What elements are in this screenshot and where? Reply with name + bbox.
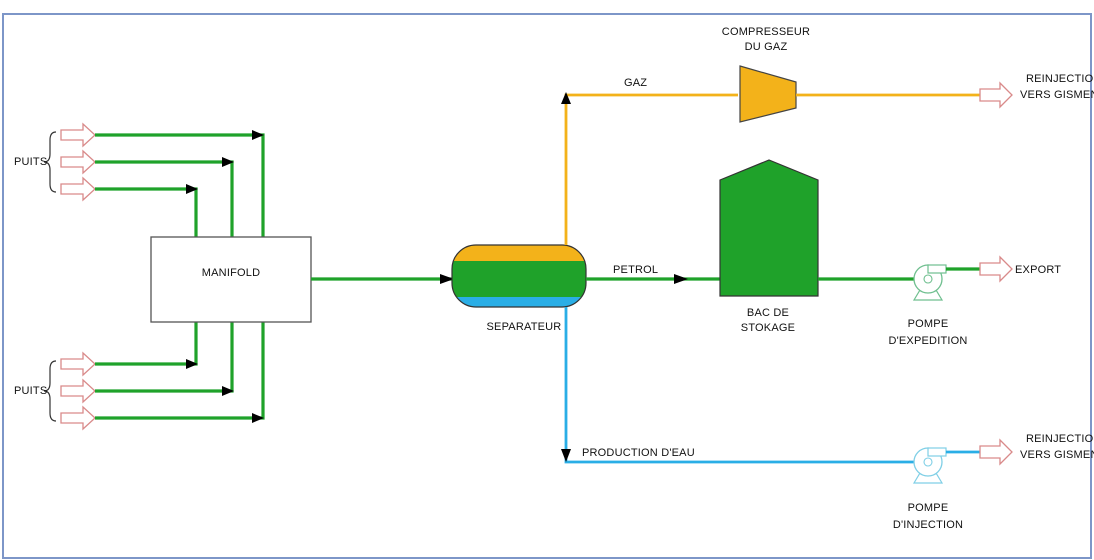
well-inlet-arrow bbox=[60, 149, 96, 175]
export-arrow bbox=[979, 255, 1013, 283]
separator-vessel bbox=[451, 244, 587, 308]
well-inlet-arrow bbox=[60, 176, 96, 202]
manifold-box bbox=[150, 236, 312, 323]
compresseur-label-1: COMPRESSEUR bbox=[722, 26, 810, 38]
arrow-head bbox=[186, 184, 198, 194]
puits-top-label: PUITS bbox=[14, 156, 47, 168]
reinjection-gas-label-2: VERS GISMEN bbox=[1020, 89, 1094, 101]
well-inlet-arrow bbox=[60, 351, 96, 377]
bac-label-1: BAC DE bbox=[747, 307, 789, 319]
gaz-label: GAZ bbox=[624, 77, 647, 89]
reinjection-water-label-2: VERS GISMEN bbox=[1020, 449, 1094, 461]
arrow-head bbox=[440, 274, 454, 284]
diagram-frame bbox=[2, 13, 1092, 559]
pompe-inj-label-2: D'INJECTION bbox=[893, 519, 963, 531]
well-inlet-arrow bbox=[60, 122, 96, 148]
flowlines-top bbox=[95, 130, 265, 237]
export-pump-icon bbox=[912, 264, 947, 301]
reinjection-gas-label-1: REINJECTION bbox=[1026, 73, 1094, 85]
arrow-head bbox=[561, 449, 571, 462]
petrol-label: PETROL bbox=[613, 264, 658, 276]
separator-label: SEPARATEUR bbox=[487, 321, 562, 333]
pompe-inj-label-1: POMPE bbox=[908, 502, 949, 514]
injection-pump-icon bbox=[912, 447, 947, 484]
arrow-head bbox=[561, 92, 571, 104]
arrow-head bbox=[252, 130, 264, 140]
gas-reinjection-arrow bbox=[979, 81, 1013, 109]
arrow-head bbox=[186, 359, 198, 369]
manifold-label: MANIFOLD bbox=[202, 267, 260, 279]
gas-line bbox=[564, 93, 738, 245]
well-inlets-bottom bbox=[60, 351, 96, 431]
well-inlets-top bbox=[60, 122, 96, 202]
pompe-exp-label-2: D'EXPEDITION bbox=[888, 335, 967, 347]
bac-label-2: STOKAGE bbox=[741, 322, 795, 334]
brace-top bbox=[43, 131, 57, 193]
flowlines-bottom bbox=[95, 322, 265, 423]
export-label: EXPORT bbox=[1015, 264, 1061, 276]
arrow-head bbox=[252, 413, 264, 423]
gas-compressor-icon bbox=[739, 65, 797, 123]
water-reinjection-arrow bbox=[979, 438, 1013, 466]
puits-bottom-label: PUITS bbox=[14, 385, 47, 397]
arrow-head bbox=[674, 274, 688, 284]
arrow-head bbox=[222, 386, 234, 396]
reinjection-water-label-1: REINJECTION bbox=[1026, 433, 1094, 445]
compresseur-label-2: DU GAZ bbox=[745, 41, 788, 53]
arrow-head bbox=[222, 157, 234, 167]
production-eau-label: PRODUCTION D'EAU bbox=[582, 447, 695, 459]
brace-bottom bbox=[43, 360, 57, 422]
well-inlet-arrow bbox=[60, 405, 96, 431]
storage-tank-icon bbox=[719, 159, 819, 297]
pompe-exp-label-1: POMPE bbox=[908, 318, 949, 330]
well-inlet-arrow bbox=[60, 378, 96, 404]
